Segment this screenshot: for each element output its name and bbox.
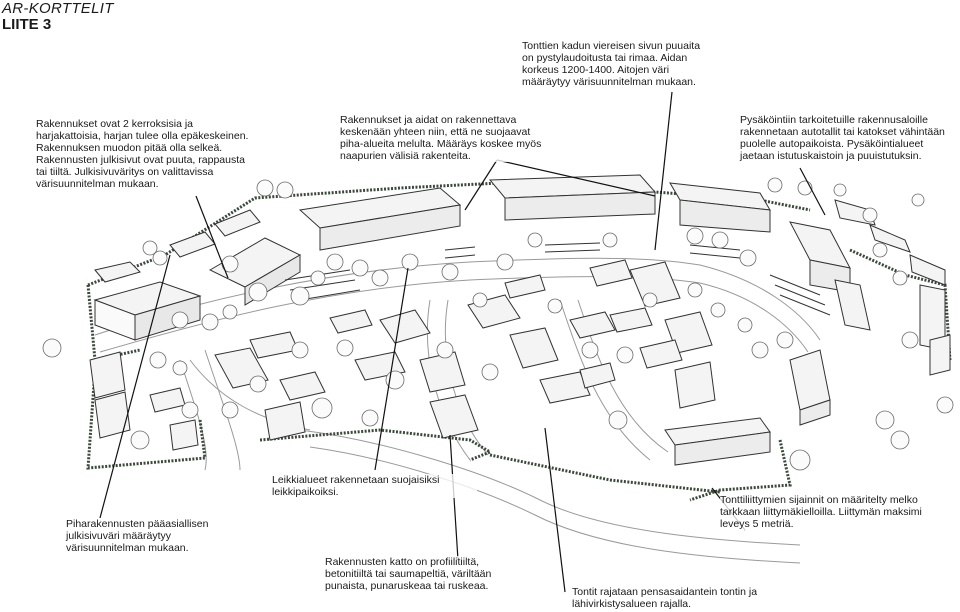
house	[674, 361, 716, 409]
house	[539, 371, 591, 404]
rowhouse	[834, 279, 871, 331]
rowhouse	[789, 221, 851, 269]
house	[149, 387, 186, 413]
buildings	[89, 174, 951, 466]
house	[379, 309, 431, 344]
parking-rows	[284, 242, 831, 316]
house	[94, 391, 131, 439]
hedge-borders	[86, 180, 952, 502]
note-walls: Rakennukset ja aidat on rakennettava kes…	[340, 114, 550, 162]
house	[249, 331, 299, 359]
rowhouse	[869, 224, 911, 253]
house	[504, 274, 546, 299]
rowhouse-front	[134, 295, 201, 341]
rowhouse	[909, 254, 946, 286]
rowhouse-front	[799, 399, 831, 426]
house	[169, 419, 199, 451]
note-parking: Pysäköintiin tarkoitetuille rakennusaloi…	[740, 114, 945, 162]
note-access: Tonttiliittymien sijainnit on määritelty…	[720, 494, 945, 530]
rowhouse	[94, 261, 141, 283]
rowhouse-front	[504, 191, 656, 221]
house	[329, 309, 373, 334]
house	[279, 371, 326, 401]
house	[629, 261, 681, 307]
rowhouse	[789, 349, 831, 411]
note-fence: Tonttien kadun viereisen sivun puuaita o…	[522, 40, 702, 88]
road-network	[94, 257, 821, 564]
rowhouse-front	[319, 204, 461, 251]
rowhouse-front	[674, 431, 771, 466]
note-facade: Piharakennusten pääasiallisen julkisivuv…	[66, 518, 244, 554]
rowhouse	[214, 209, 261, 237]
rowhouse	[169, 231, 216, 258]
house	[89, 351, 126, 399]
house	[639, 339, 683, 369]
house	[429, 394, 479, 439]
note-buildings: Rakennukset ovat 2 kerroksisia ja harjak…	[36, 118, 256, 190]
note-hedge: Tontit rajataan pensasaidantein tontin j…	[572, 586, 762, 610]
trees	[42, 177, 954, 471]
house	[509, 327, 559, 369]
sheet-title: AR-KORTTELIT	[2, 0, 114, 17]
house	[929, 334, 951, 376]
rowhouse-front	[679, 199, 771, 233]
note-roof: Rakennusten katto on profiilitiiltä, bet…	[325, 556, 513, 592]
sheet-subtitle: LIITE 3	[2, 16, 52, 33]
house	[264, 401, 306, 441]
note-play: Leikkialueet rakennetaan suojaisiksi lei…	[272, 474, 477, 498]
house	[609, 307, 653, 333]
house	[579, 362, 616, 389]
house	[569, 311, 616, 339]
house	[589, 259, 633, 287]
leader-lines	[99, 91, 826, 593]
